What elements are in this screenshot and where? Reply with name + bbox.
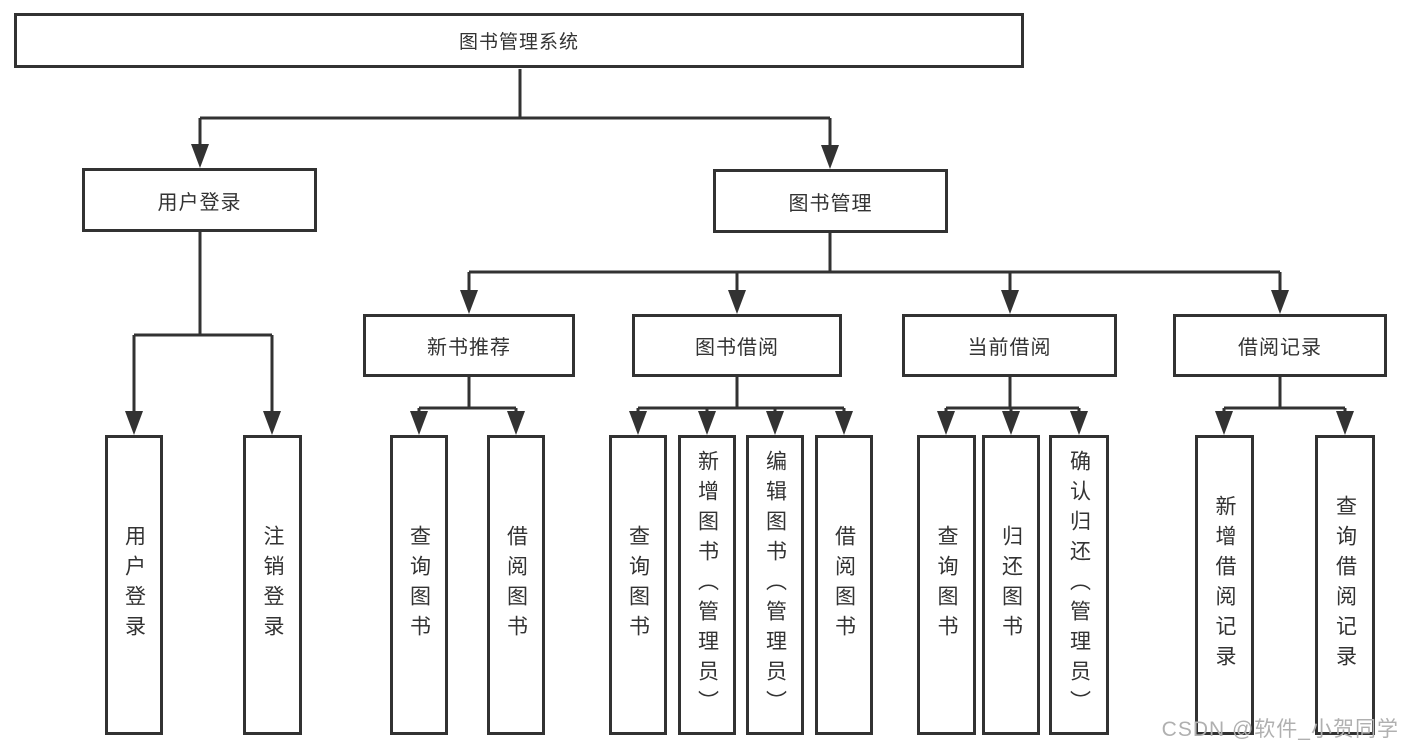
node-leaf-confirm-return-admin: 确认归还（管理员） — [1049, 435, 1109, 735]
node-leaf-query-books-1: 查询图书 — [390, 435, 448, 735]
node-current-borrowing: 当前借阅 — [902, 314, 1117, 377]
node-leaf-logout: 注销登录 — [243, 435, 302, 735]
node-borrowing-records: 借阅记录 — [1173, 314, 1387, 377]
node-leaf-edit-books-admin: 编辑图书（管理员） — [746, 435, 804, 735]
node-leaf-borrow-books-1: 借阅图书 — [487, 435, 545, 735]
node-new-book-recommend: 新书推荐 — [363, 314, 575, 377]
node-leaf-query-books-3: 查询图书 — [917, 435, 976, 735]
node-leaf-user-login: 用户登录 — [105, 435, 163, 735]
node-leaf-add-borrow-record: 新增借阅记录 — [1195, 435, 1254, 735]
node-leaf-query-borrow-record: 查询借阅记录 — [1315, 435, 1375, 735]
node-leaf-borrow-books-2: 借阅图书 — [815, 435, 873, 735]
node-user-login: 用户登录 — [82, 168, 317, 232]
node-leaf-query-books-2: 查询图书 — [609, 435, 667, 735]
node-book-management: 图书管理 — [713, 169, 948, 233]
node-book-borrowing: 图书借阅 — [632, 314, 842, 377]
node-leaf-add-books-admin: 新增图书（管理员） — [678, 435, 736, 735]
node-root-system: 图书管理系统 — [14, 13, 1024, 68]
csdn-watermark: CSDN @软件_小贺同学 — [1161, 718, 1399, 741]
node-leaf-return-books: 归还图书 — [982, 435, 1040, 735]
